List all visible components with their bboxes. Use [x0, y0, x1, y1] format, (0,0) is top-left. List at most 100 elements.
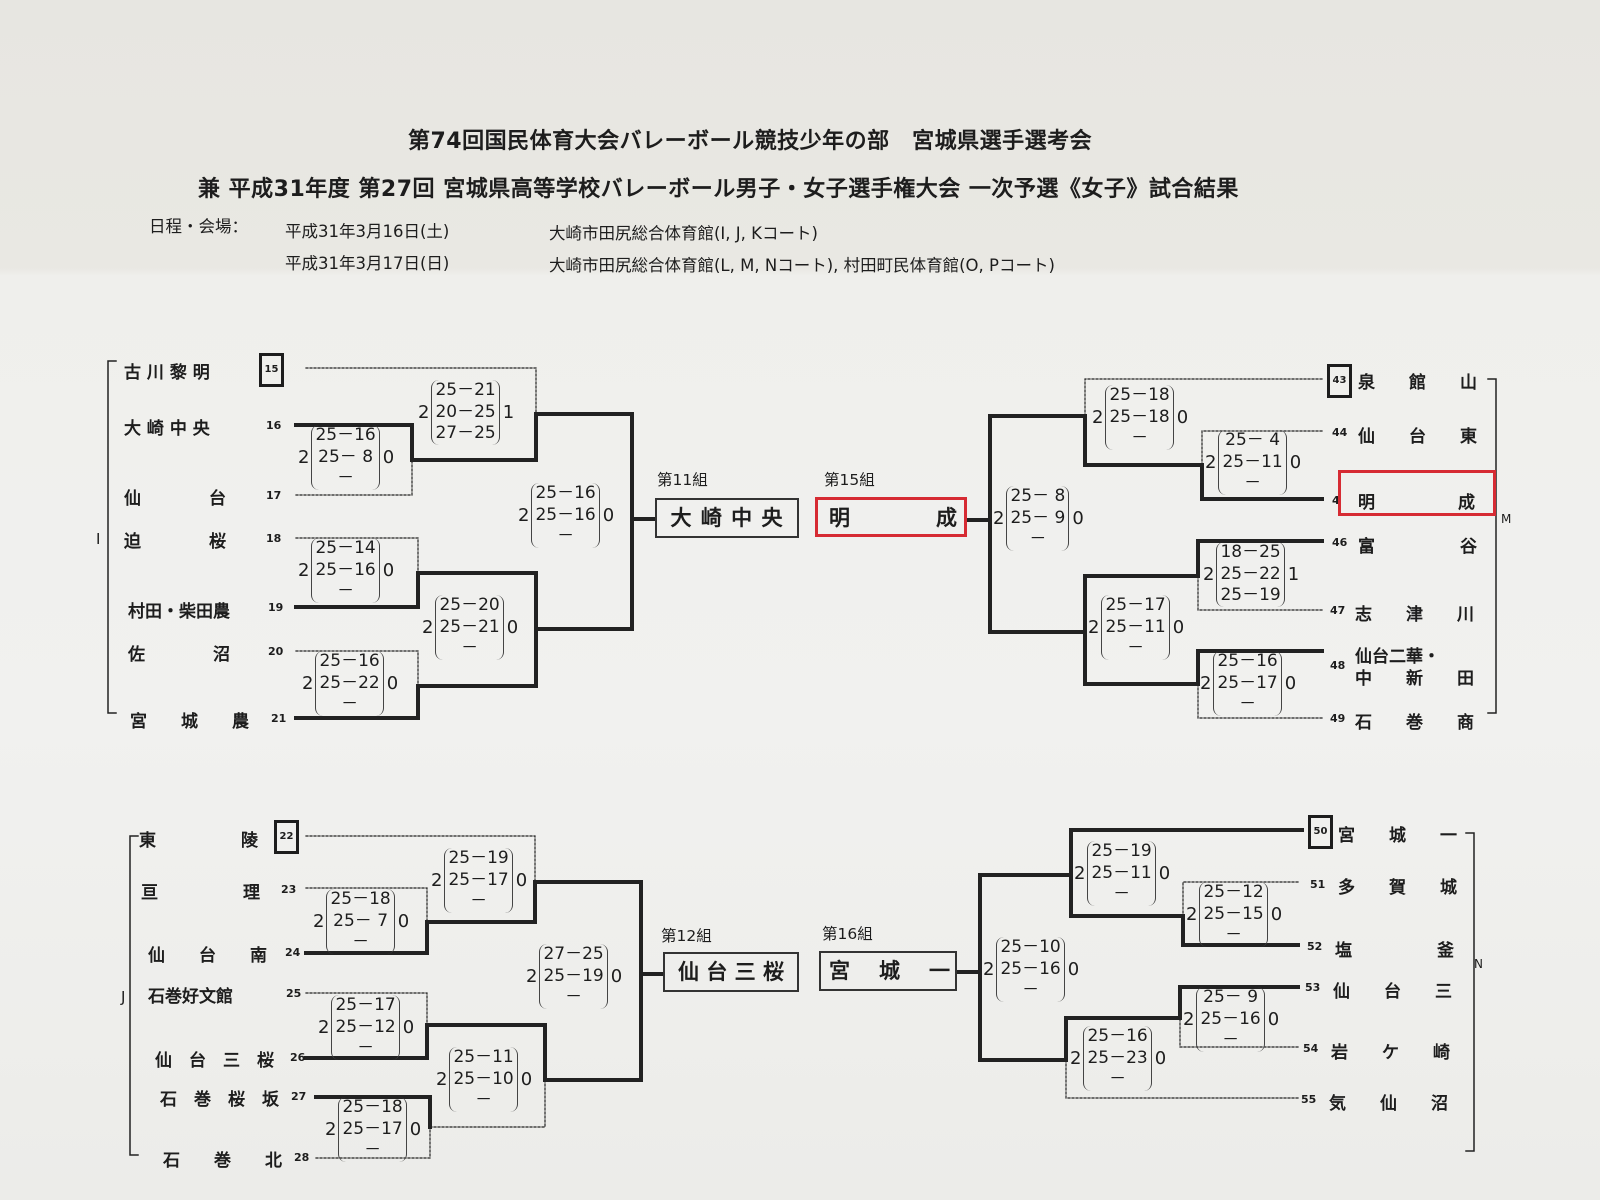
team-num-25: 25 [286, 987, 302, 1000]
group-12-winner: 仙 台 三 桜 [663, 952, 799, 992]
highlight-box-45 [1338, 470, 1496, 516]
team-num-20: 20 [268, 645, 284, 658]
set-score: 25－14 [315, 538, 376, 558]
set-score: 25－10 [1000, 937, 1061, 957]
set-score: 25－17 [448, 869, 509, 890]
set-score: 18－25 [1220, 542, 1281, 562]
court-label-j: J [121, 988, 126, 1006]
team-46: 富 谷 [1358, 537, 1477, 557]
team-num-23: 23 [281, 883, 297, 896]
sets-won-right: 0 [1176, 406, 1189, 428]
group-11-label: 第11組 [657, 471, 708, 489]
group-16-winner-left: 宮 [829, 959, 850, 983]
sets-won-left: 2 [1092, 406, 1104, 428]
set-score: 25－18 [1109, 406, 1170, 427]
team-17: 仙 台 [124, 489, 226, 509]
team-num-44: 44 [1332, 426, 1348, 439]
schedule-label: 日程・会場： [149, 217, 248, 236]
set-score: － [337, 468, 355, 488]
set-score: － [1109, 1069, 1127, 1089]
sets-won-left: 2 [298, 559, 310, 581]
team-54: 岩 ケ 崎 [1331, 1043, 1450, 1063]
set-score: 25－17 [1105, 595, 1166, 615]
group-16-winner: 宮 城 一 [819, 951, 957, 991]
set-score: 25－16 [315, 559, 376, 580]
team-19: 村田・柴田農 [128, 602, 230, 622]
set-score: 25－ 8 [1010, 486, 1066, 506]
team-num-55: 55 [1301, 1093, 1317, 1106]
sets-won-left: 2 [518, 504, 530, 526]
set-score: 25－ 9 [1010, 507, 1066, 528]
group-15-label: 第15組 [824, 471, 875, 489]
sets-won-left: 2 [983, 958, 995, 980]
group-16-winner-right: 一 [929, 959, 950, 983]
team-15: 古 川 黎 明 [124, 363, 210, 383]
set-score: － [364, 1140, 382, 1160]
court-label-m: M [1501, 512, 1512, 526]
set-score: 25－16 [1000, 958, 1061, 979]
set-score: 25－11 [1105, 616, 1166, 637]
set-score: 25－16 [535, 483, 596, 503]
set-score: 25－11 [1091, 862, 1152, 883]
sets-won-right: 0 [1289, 451, 1302, 473]
sets-won-right: 1 [502, 401, 515, 423]
group-12-label: 第12組 [661, 927, 712, 945]
set-score: 25－16 [1217, 651, 1278, 671]
set-score: － [1022, 980, 1040, 1000]
team-43: 泉 館 山 [1358, 373, 1477, 393]
sets-won-right: 0 [515, 869, 528, 891]
title-line-1: 第74回国民体育大会バレーボール競技少年の部 宮城県選手選考会 [408, 129, 1093, 154]
team-27: 石 巻 桜 坂 [160, 1090, 279, 1110]
team-55: 気 仙 沼 [1329, 1094, 1448, 1114]
group-15-winner-right: 成 [936, 506, 957, 530]
set-score: － [341, 694, 359, 714]
set-score: 25－12 [1203, 882, 1264, 902]
sets-won-left: 2 [418, 401, 430, 423]
sets-won-left: 2 [1070, 1047, 1082, 1069]
team-44: 仙 台 東 [1358, 427, 1477, 447]
team-num-45: 4 [1332, 494, 1340, 507]
team-45-right: 成 [1458, 493, 1475, 513]
sets-won-left: 2 [298, 446, 310, 468]
team-21: 宮 城 農 [130, 712, 249, 732]
sets-won-right: 0 [382, 559, 395, 581]
team-num-49: 49 [1330, 712, 1346, 725]
set-score: － [1127, 638, 1145, 658]
schedule-day1-date: 平成31年3月16日(土) [285, 222, 450, 241]
team-23: 亘 理 [141, 883, 260, 903]
set-score: 25－17 [335, 995, 396, 1015]
set-score: － [1131, 428, 1149, 448]
team-num-48: 48 [1330, 659, 1346, 672]
team-51: 多 賀 城 [1338, 878, 1457, 898]
team-49: 石 巻 商 [1355, 713, 1474, 733]
set-score: 25－19 [1220, 585, 1281, 605]
set-score: 25－19 [1091, 841, 1152, 861]
set-score: 25－23 [1087, 1047, 1148, 1068]
team-52: 塩 釜 [1335, 941, 1454, 961]
set-score: 25－10 [453, 1068, 514, 1089]
